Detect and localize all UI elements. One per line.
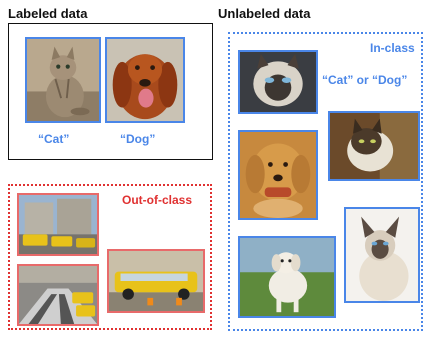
labeled-dog-photo — [105, 37, 185, 123]
out-of-class-label: Out-of-class — [122, 193, 193, 207]
dog-label: “Dog” — [120, 132, 156, 146]
unlabeled-data-heading: Unlabeled data — [218, 6, 311, 21]
unlabeled-golden-puppy-photo — [238, 130, 318, 220]
unlabeled-tabby-cat-photo — [328, 111, 420, 181]
cat-label: “Cat” — [38, 132, 70, 146]
out-of-class-taxi-row-photo — [17, 264, 99, 326]
unlabeled-white-dog-photo — [238, 236, 336, 318]
out-of-class-taxi-street-photo — [17, 193, 99, 256]
out-of-class-box — [8, 184, 212, 330]
labeled-data-box — [8, 23, 213, 160]
unlabeled-data-box — [228, 32, 423, 331]
unlabeled-siamese-cat-photo — [238, 50, 318, 114]
in-class-sublabel: “Cat” or “Dog” — [322, 73, 408, 87]
out-of-class-stretch-taxi-photo — [107, 249, 205, 313]
in-class-label: In-class — [370, 41, 415, 55]
labeled-data-heading: Labeled data — [8, 6, 88, 21]
labeled-cat-photo — [25, 37, 101, 123]
unlabeled-siamese-cat-2-photo — [344, 207, 420, 303]
